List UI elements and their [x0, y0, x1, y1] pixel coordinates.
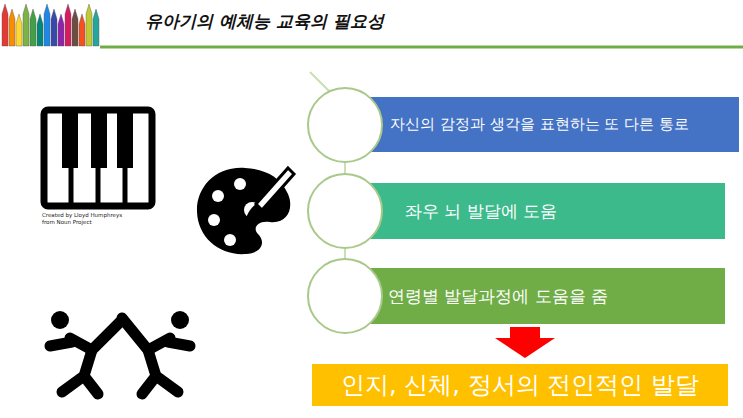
pencil-strip	[2, 4, 99, 46]
reason-text: 좌우 뇌 발달에 도움	[405, 200, 557, 223]
step-circle	[308, 88, 382, 162]
reason-bar: 자신의 감정과 생각을 표현하는 또 다른 통로	[345, 97, 739, 152]
header-rule	[100, 46, 743, 49]
reason-bar: 연령별 발달과정에 도움을 줌	[345, 268, 725, 324]
connector-guide	[310, 72, 345, 300]
slide-title: 유아기의 예체능 교육의 필요성	[145, 10, 384, 33]
result-box: 인지, 신체, 정서의 전인적인 발달	[312, 364, 728, 406]
reason-text: 연령별 발달과정에 도움을 줌	[388, 285, 608, 308]
taekwondo-icon	[50, 311, 190, 394]
step-circle	[308, 259, 382, 333]
palette-icon	[197, 168, 294, 254]
result-text: 인지, 신체, 정서의 전인적인 발달	[341, 369, 699, 401]
down-arrow	[495, 327, 555, 358]
icon-credit: Created by Lloyd Humphreys from Noun Pro…	[42, 212, 124, 225]
reason-text: 자신의 감정과 생각을 표현하는 또 다른 통로	[390, 114, 689, 135]
piano-icon	[44, 110, 152, 206]
reason-bar: 좌우 뇌 발달에 도움	[345, 183, 725, 239]
step-circle	[308, 174, 382, 248]
